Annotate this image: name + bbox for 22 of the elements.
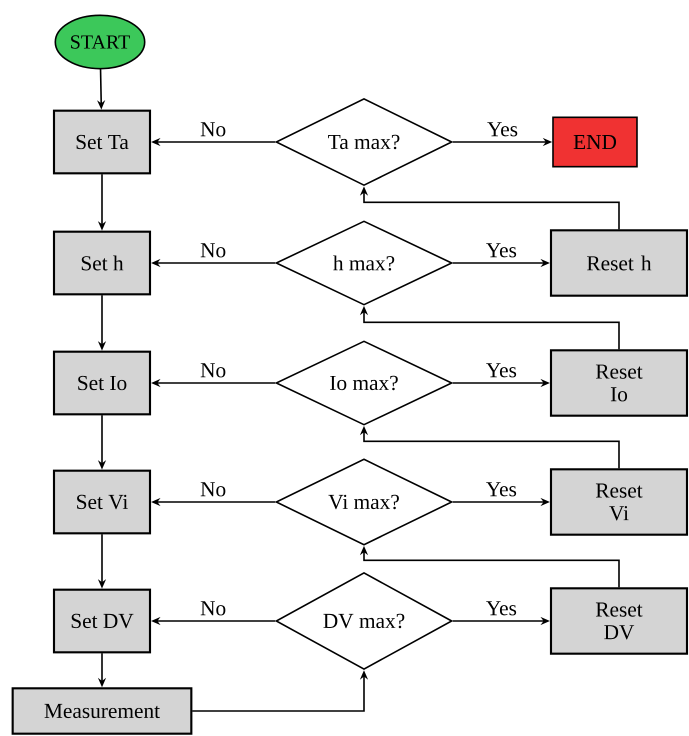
edge-label: No [198,600,228,617]
edge-label: No [198,242,228,259]
process-box: Measurement [12,687,192,735]
end-box: END [552,116,638,168]
edge-label: Yes [484,362,518,379]
process-box: Reset DV [550,587,688,655]
process-box: Set Io [52,350,152,416]
process-box: Set h [52,230,152,296]
edge-label: Yes [484,600,518,617]
process-box: Set Vi [52,470,152,534]
edge-label: Yes [486,120,520,138]
process-box: Reset Vi [550,468,688,536]
edge-label: Yes [484,480,518,498]
process-box: Set Ta [52,110,152,174]
process-box: Set DV [52,588,152,654]
process-box: Reset h [550,229,688,297]
edge-label: No [198,120,228,138]
start-oval: START [54,14,146,70]
edge-label: No [198,480,228,498]
edge-label: Yes [484,242,518,259]
process-box: Reset Io [550,349,688,417]
edge-label: No [198,362,228,379]
